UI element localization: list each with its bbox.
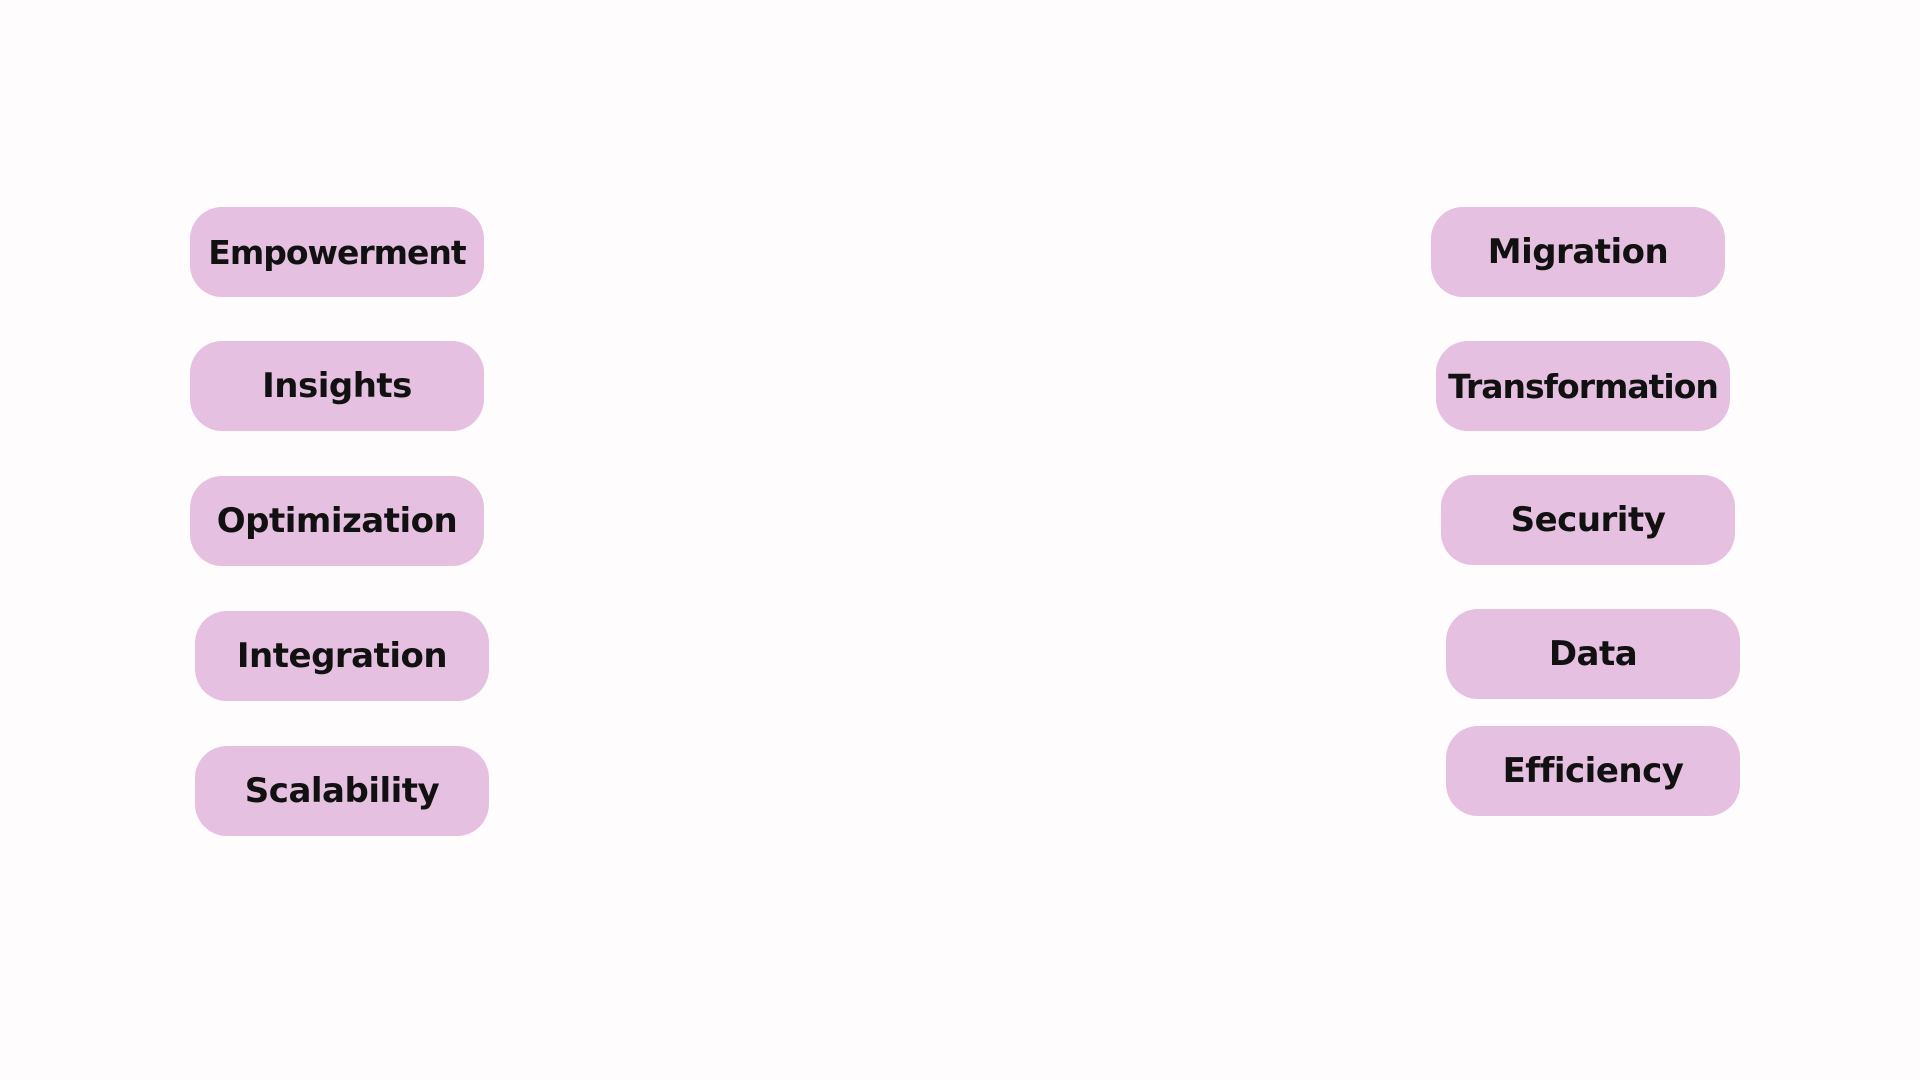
keyword-pill-data: Data	[1446, 609, 1740, 699]
keyword-pill-scalability: Scalability	[195, 746, 489, 836]
keyword-pill-integration: Integration	[195, 611, 489, 701]
keyword-pill-insights: Insights	[190, 341, 484, 431]
keyword-pill-efficiency: Efficiency	[1446, 726, 1740, 816]
keyword-pill-transformation: Transformation	[1436, 341, 1730, 431]
keyword-pill-optimization: Optimization	[190, 476, 484, 566]
keyword-pill-empowerment: Empowerment	[190, 207, 484, 297]
keyword-pill-migration: Migration	[1431, 207, 1725, 297]
keyword-pill-security: Security	[1441, 475, 1735, 565]
